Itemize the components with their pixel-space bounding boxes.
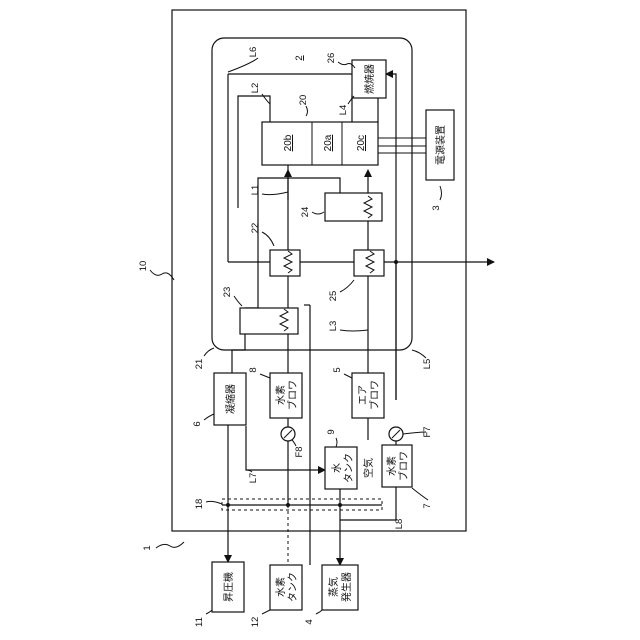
ref-22: 22 <box>250 223 261 234</box>
heat-exchanger-22 <box>270 250 300 276</box>
pipe-23-condenser <box>232 333 245 373</box>
h2-tank-line1: 水素 <box>274 577 287 597</box>
pipe-to-23 <box>245 262 258 308</box>
ref-1: 1 <box>142 545 153 550</box>
pipe-l4 <box>352 96 368 122</box>
label-l6: L6 <box>248 47 259 58</box>
h2-blower-8-line1: 水素 <box>274 385 287 405</box>
junction-dot <box>338 503 342 507</box>
label-l3: L3 <box>328 321 339 332</box>
cell-20c: 20c <box>356 135 367 151</box>
heat-exchanger-23 <box>240 308 298 334</box>
ref-8: 8 <box>248 367 259 372</box>
cell-20b: 20b <box>283 134 294 151</box>
air-label: 空気 <box>362 458 375 478</box>
label-l5: L5 <box>422 359 433 370</box>
ref-20: 20 <box>298 95 309 106</box>
ref-12: 12 <box>250 617 261 628</box>
ref-4: 4 <box>304 619 315 624</box>
pipe-l8 <box>340 486 396 520</box>
heat-exchanger-25 <box>354 250 384 276</box>
ref-18: 18 <box>194 499 205 510</box>
label-l8: L8 <box>394 519 405 530</box>
label-f8: F8 <box>294 446 305 457</box>
label-l4: L4 <box>338 105 349 116</box>
ref-10: 10 <box>138 261 149 272</box>
ref-24: 24 <box>300 207 311 218</box>
air-blower-line2: ブロワ <box>368 380 381 410</box>
power-device-label: 電源装置 <box>434 125 447 165</box>
booster-label: 昇圧機 <box>222 572 235 602</box>
steam-gen-line2: 発生器 <box>340 572 353 602</box>
h2-tank-line2: タンク <box>287 572 299 602</box>
ref-5: 5 <box>332 367 343 372</box>
h2-blower-7-line2: ブロワ <box>397 451 410 481</box>
ref-23: 23 <box>222 287 233 298</box>
steam-gen-line1: 蒸気 <box>327 577 340 597</box>
ref-2: 2 <box>294 55 305 60</box>
cell-20a: 20a <box>323 134 334 151</box>
h2-blower-8-line2: ブロワ <box>286 380 299 410</box>
h2-blower-7-line1: 水素 <box>385 456 398 476</box>
air-blower-line1: エア <box>358 385 369 405</box>
pipe-combustor-feed <box>386 74 396 400</box>
junction-dot <box>286 503 290 507</box>
ref-21: 21 <box>194 359 205 370</box>
ref-6: 6 <box>192 421 203 426</box>
system-boundary-10 <box>172 10 466 531</box>
water-tank-line1: 水 <box>331 463 343 473</box>
ref-9: 9 <box>326 429 337 434</box>
ref-3: 3 <box>431 205 442 210</box>
label-l2: L2 <box>250 83 261 94</box>
ref-25: 25 <box>328 291 339 302</box>
junction-dot <box>394 260 398 264</box>
heat-exchanger-24 <box>325 193 382 221</box>
ref-7: 7 <box>422 503 433 508</box>
label-l1: L1 <box>250 185 261 196</box>
water-tank-line2: タンク <box>343 453 355 483</box>
label-l7: L7 <box>248 473 259 484</box>
ref-11: 11 <box>194 617 205 627</box>
junction-dot <box>226 503 230 507</box>
ref-26: 26 <box>326 53 337 64</box>
combustor-label: 燃焼器 <box>363 64 376 94</box>
condenser-label: 凝縮器 <box>224 384 237 414</box>
